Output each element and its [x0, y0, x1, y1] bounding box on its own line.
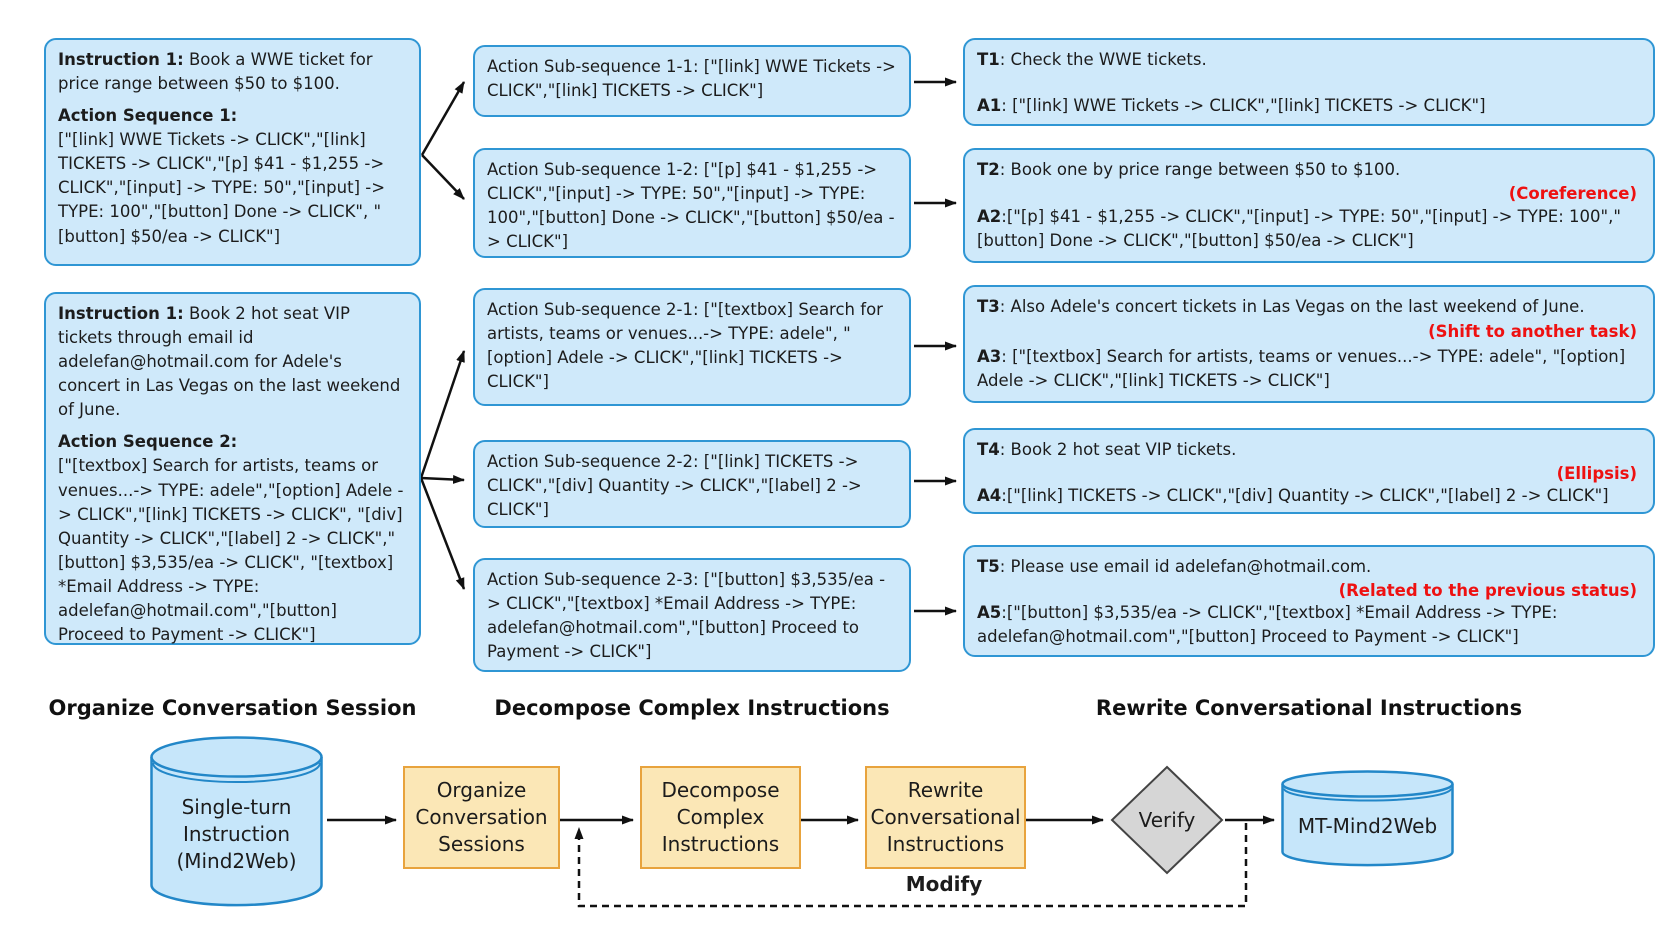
a3-line: A3: ["[textbox] Search for artists, team… [977, 346, 1626, 390]
t2-annotation: (Coreference) [1508, 184, 1637, 204]
t4-line: T4: Book 2 hot seat VIP tickets. [977, 440, 1237, 459]
t5-line: T5: Please use email id adelefan@hotmail… [977, 557, 1372, 576]
t5-annotation: (Related to the previous status) [1338, 581, 1637, 601]
arrow-l2-to-m23 [419, 477, 466, 590]
a1-line: A1: ["[link] WWE Tickets -> CLICK","[lin… [977, 96, 1486, 116]
source-cylinder-label: Single-turn Instruction (Mind2Web) [176, 794, 297, 873]
modify-label: Modify [905, 872, 983, 896]
turn-box-t2: T2: Book one by price range between $50 … [963, 148, 1655, 263]
verify-diamond: Verify [1110, 765, 1224, 875]
verify-diamond-label: Verify [1138, 807, 1196, 832]
output-cylinder: MT-Mind2Web [1281, 770, 1454, 867]
instruction-1-label: Instruction 1: [58, 50, 184, 69]
turn-box-t1: T1: Check the WWE tickets. A1: ["[link] … [963, 38, 1655, 126]
instruction-1-text: Book a WWE ticket for price range betwee… [58, 50, 373, 94]
column-label-rewrite: Rewrite Conversational Instructions [1095, 696, 1523, 720]
instruction-2-line: Instruction 1: Book 2 hot seat VIP ticke… [58, 302, 407, 422]
arrow-l2-to-m21 [419, 350, 466, 479]
subsequence-box-2-1: Action Sub-sequence 2-1: ["[textbox] Sea… [473, 288, 911, 406]
step-organize-box: Organize Conversation Sessions [403, 766, 560, 869]
action-sequence-1-label: Action Sequence 1: [58, 106, 238, 126]
arrow-l1-to-m12 [421, 154, 465, 200]
step-decompose-box: Decompose Complex Instructions [640, 766, 801, 869]
step-rewrite-box: Rewrite Conversational Instructions [865, 766, 1026, 869]
t2-line: T2: Book one by price range between $50 … [977, 160, 1401, 179]
t3-annotation: (Shift to another task) [1428, 321, 1637, 341]
instruction-2-label: Instruction 1: [58, 304, 184, 323]
t4-annotation: (Ellipsis) [1556, 464, 1637, 484]
a2-line: A2:["[p] $41 - $1,255 -> CLICK","[input]… [977, 206, 1621, 250]
turn-box-t4: T4: Book 2 hot seat VIP tickets. (Ellips… [963, 428, 1655, 514]
arrow-l1-to-m11 [420, 81, 466, 156]
column-label-organize: Organize Conversation Session [48, 696, 417, 720]
a4-line: A4:["[link] TICKETS -> CLICK","[div] Qua… [977, 486, 1609, 506]
arrow-l2-to-m22 [420, 474, 465, 484]
turn-box-t3: T3: Also Adele's concert tickets in Las … [963, 285, 1655, 403]
subsequence-box-2-2: Action Sub-sequence 2-2: ["[link] TICKET… [473, 440, 911, 528]
t1-line: T1: Check the WWE tickets. [977, 50, 1207, 69]
instruction-1-line: Instruction 1: Book a WWE ticket for pri… [58, 48, 407, 96]
instruction-2-text: Book 2 hot seat VIP tickets through emai… [58, 304, 401, 420]
subsequence-box-2-3: Action Sub-sequence 2-3: ["[button] $3,5… [473, 558, 911, 672]
source-cylinder: Single-turn Instruction (Mind2Web) [150, 736, 323, 908]
column-label-decompose: Decompose Complex Instructions [494, 696, 890, 720]
action-sequence-2-label: Action Sequence 2: [58, 432, 238, 452]
modify-feedback-line [574, 823, 1248, 908]
t1-annotation [977, 72, 1641, 94]
action-sequence-2-text: ["[textbox] Search for artists, teams or… [58, 456, 404, 645]
action-sequence-1-text: ["[link] WWE Tickets -> CLICK","[link] T… [58, 130, 386, 246]
turn-box-t5: T5: Please use email id adelefan@hotmail… [963, 545, 1655, 657]
instruction-box-2: Instruction 1: Book 2 hot seat VIP ticke… [44, 292, 421, 645]
output-cylinder-label: MT-Mind2Web [1297, 814, 1438, 838]
subsequence-box-1-1: Action Sub-sequence 1-1: ["[link] WWE Ti… [473, 45, 911, 117]
instruction-box-1: Instruction 1: Book a WWE ticket for pri… [44, 38, 421, 266]
a5-line: A5:["[button] $3,535/ea -> CLICK","[text… [977, 603, 1558, 647]
subsequence-box-1-2: Action Sub-sequence 1-2: ["[p] $41 - $1,… [473, 148, 911, 258]
t3-line: T3: Also Adele's concert tickets in Las … [977, 297, 1585, 316]
